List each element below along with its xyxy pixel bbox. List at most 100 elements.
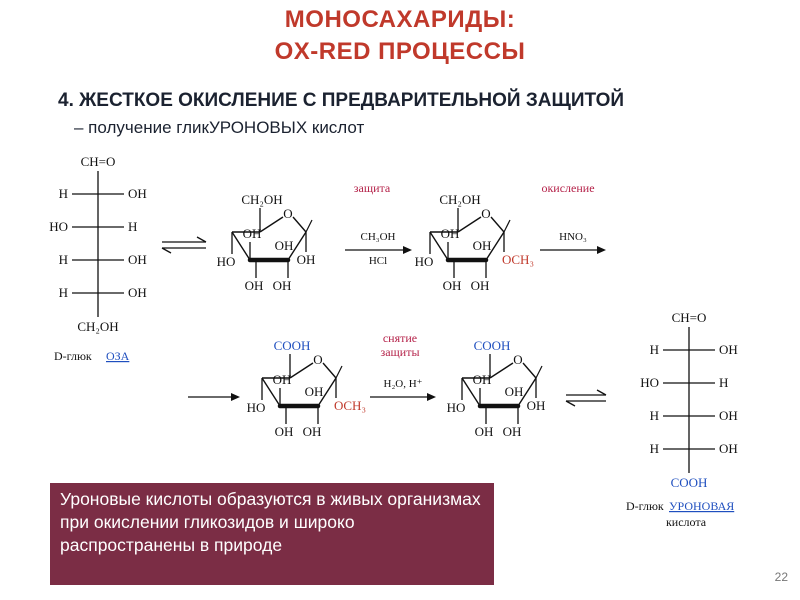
ring-methylglucuronide-c3-oh-low: OH xyxy=(275,424,294,439)
fischer-acid-row-3-left: H xyxy=(650,441,659,456)
ring-glucuronic-acid-c1-label: OH xyxy=(527,398,546,413)
section-subheading: – получение гликУРОНОВЫХ кислот xyxy=(74,118,365,137)
ring-glucuronic-acid-c5-label: COOH xyxy=(474,338,511,353)
fischer-acid-bottom: COOH xyxy=(671,475,708,490)
step-protect-label: защита xyxy=(354,181,391,195)
ring-glucose-c1-up xyxy=(305,219,313,233)
ring-glucuronic-acid-c3-oh-low: OH xyxy=(475,424,494,439)
ring-methylglucoside-c1-label: OCH₃ xyxy=(502,252,534,267)
ring-methylglucuronide-bond-c1-c2 xyxy=(317,377,337,407)
ring-glucose-c4-ho: HO xyxy=(217,254,236,269)
slide-title-line1: МОНОСАХАРИДЫ: xyxy=(284,6,516,33)
arrow-continue-head xyxy=(231,393,240,401)
ring-glucose-bond-c3-c4 xyxy=(231,231,251,261)
step-protect-reagent2: HCl xyxy=(369,255,387,267)
ring-glucuronic-acid-c2-oh-up: OH xyxy=(505,384,524,399)
ring-glucose-c1-label: OH xyxy=(297,252,316,267)
ring-glucuronic-acid-bond-c1-c2 xyxy=(517,377,537,407)
slide-title-line2: OX-RED ПРОЦЕССЫ xyxy=(274,38,526,65)
ring-methylglucoside-c4-ho: HO xyxy=(415,254,434,269)
ring-methylglucoside-c3-oh-low: OH xyxy=(443,278,462,293)
step-protect-reagent1: CH₃OH xyxy=(360,231,395,243)
ring-methylglucoside-bond-c3-c4 xyxy=(429,231,449,261)
ring-methylglucoside-c2-oh: OH xyxy=(471,278,490,293)
info-note-box: Уроновые кислоты образуются в живых орга… xyxy=(50,483,494,585)
fischer-acid-row-2-right: OH xyxy=(719,408,738,423)
fischer-glucose-row-2-right: OH xyxy=(128,252,147,267)
ring-methylglucoside-c1-up xyxy=(503,219,511,233)
equilibrium-arrow-2-upper-barb xyxy=(596,389,607,396)
fischer-glucose-row-1-right: H xyxy=(128,219,137,234)
arrow-protect-head xyxy=(403,246,412,254)
ring-methylglucuronide-c2-oh: OH xyxy=(303,424,322,439)
ring-glucuronic-acid-ring-o: O xyxy=(513,352,522,367)
fischer-glucose-row-2-left: H xyxy=(59,252,68,267)
ring-methylglucuronide-c3-oh: OH xyxy=(273,372,292,387)
ring-methylglucuronide-bond-o-c1 xyxy=(322,362,337,379)
ring-glucuronic-acid-bond-c3-c4 xyxy=(461,377,481,407)
fischer-glucose-caption-prefix: D-глюк xyxy=(54,349,92,363)
ring-glucuronic-acid-bond-c5-o xyxy=(489,362,514,379)
step-oxidation-reagent: HNO₃ xyxy=(559,231,587,243)
ring-methylglucuronide-c1-label: OCH₃ xyxy=(334,398,366,413)
ring-glucose-bond-o-c1 xyxy=(292,216,307,233)
ring-methylglucoside-c3-oh: OH xyxy=(441,226,460,241)
arrow-oxidation-head xyxy=(597,246,606,254)
ring-methylglucoside-c5-label: CH₂OH xyxy=(439,192,480,207)
fischer-acid-row-1-right: H xyxy=(719,375,728,390)
ring-glucose-c3-oh-low: OH xyxy=(245,278,264,293)
step-deprotect-reagent: H₂O, H⁺ xyxy=(384,378,423,390)
fischer-glucose-bottom: CH₂OH xyxy=(77,319,118,334)
ring-glucuronic-acid-c2-oh: OH xyxy=(503,424,522,439)
ring-glucuronic-acid-c3-oh: OH xyxy=(473,372,492,387)
fischer-acid-top: CH=O xyxy=(672,310,707,325)
fischer-glucose-row-0-left: H xyxy=(59,186,68,201)
ring-methylglucuronide-bond-c3-c4 xyxy=(261,377,281,407)
page-number: 22 xyxy=(774,570,788,584)
ring-methylglucoside-ring-o: O xyxy=(481,206,490,221)
ring-glucose-bond-c5-o xyxy=(259,216,284,233)
ring-methylglucuronide-c2-oh-up: OH xyxy=(305,384,324,399)
fischer-acid-row-1-left: HO xyxy=(640,375,659,390)
ring-glucose-c2-oh: OH xyxy=(273,278,292,293)
step-deprotect-label2: защиты xyxy=(380,345,419,359)
ring-methylglucoside-bond-c5-o xyxy=(457,216,482,233)
ring-glucose-c3-oh: OH xyxy=(243,226,262,241)
fischer-glucose-row-3-left: H xyxy=(59,285,68,300)
ring-methylglucoside-bond-o-c1 xyxy=(490,216,505,233)
fischer-glucose-row-3-right: OH xyxy=(128,285,147,300)
ring-methylglucoside-c2-oh-up: OH xyxy=(473,238,492,253)
fischer-acid-row-3-right: OH xyxy=(719,441,738,456)
fischer-glucose-caption-suffix: ОЗА xyxy=(106,349,130,363)
fischer-acid-row-0-right: OH xyxy=(719,342,738,357)
step-oxidation-label: окисление xyxy=(541,181,594,195)
ring-methylglucuronide-bond-c5-o xyxy=(289,362,314,379)
fischer-acid-caption-prefix: D-глюк xyxy=(626,499,664,513)
step-deprotect-label1: снятие xyxy=(383,331,417,345)
fischer-glucose-top: CH=O xyxy=(81,154,116,169)
ring-methylglucuronide-c5-label: COOH xyxy=(274,338,311,353)
ring-glucose-c2-oh-up: OH xyxy=(275,238,294,253)
equilibrium-arrow-1-lower-barb xyxy=(161,247,172,254)
equilibrium-arrow-1-upper-barb xyxy=(196,236,207,243)
ring-glucose-bond-c1-c2 xyxy=(287,231,307,261)
fischer-acid-caption-suffix: УРОНОВАЯ xyxy=(669,499,734,513)
ring-glucuronic-acid-c4-ho: HO xyxy=(447,400,466,415)
ring-methylglucoside-bond-c1-c2 xyxy=(485,231,505,261)
ring-glucuronic-acid-c1-up xyxy=(535,365,543,379)
equilibrium-arrow-2-lower-barb xyxy=(565,400,576,407)
fischer-glucose-row-1-left: HO xyxy=(49,219,68,234)
ring-glucuronic-acid-bond-o-c1 xyxy=(522,362,537,379)
ring-methylglucuronide-ring-o: O xyxy=(313,352,322,367)
fischer-acid-row-0-left: H xyxy=(650,342,659,357)
arrow-deprotect-head xyxy=(427,393,436,401)
ring-methylglucuronide-c4-ho: HO xyxy=(247,400,266,415)
fischer-glucose-row-0-right: OH xyxy=(128,186,147,201)
section-heading: 4. ЖЕСТКОЕ ОКИСЛЕНИЕ С ПРЕДВАРИТЕЛЬНОЙ З… xyxy=(58,90,625,111)
ring-glucose-ring-o: O xyxy=(283,206,292,221)
ring-methylglucuronide-c1-up xyxy=(335,365,343,379)
fischer-acid-row-2-left: H xyxy=(650,408,659,423)
fischer-acid-caption-line2: кислота xyxy=(666,515,707,529)
ring-glucose-c5-label: CH₂OH xyxy=(241,192,282,207)
